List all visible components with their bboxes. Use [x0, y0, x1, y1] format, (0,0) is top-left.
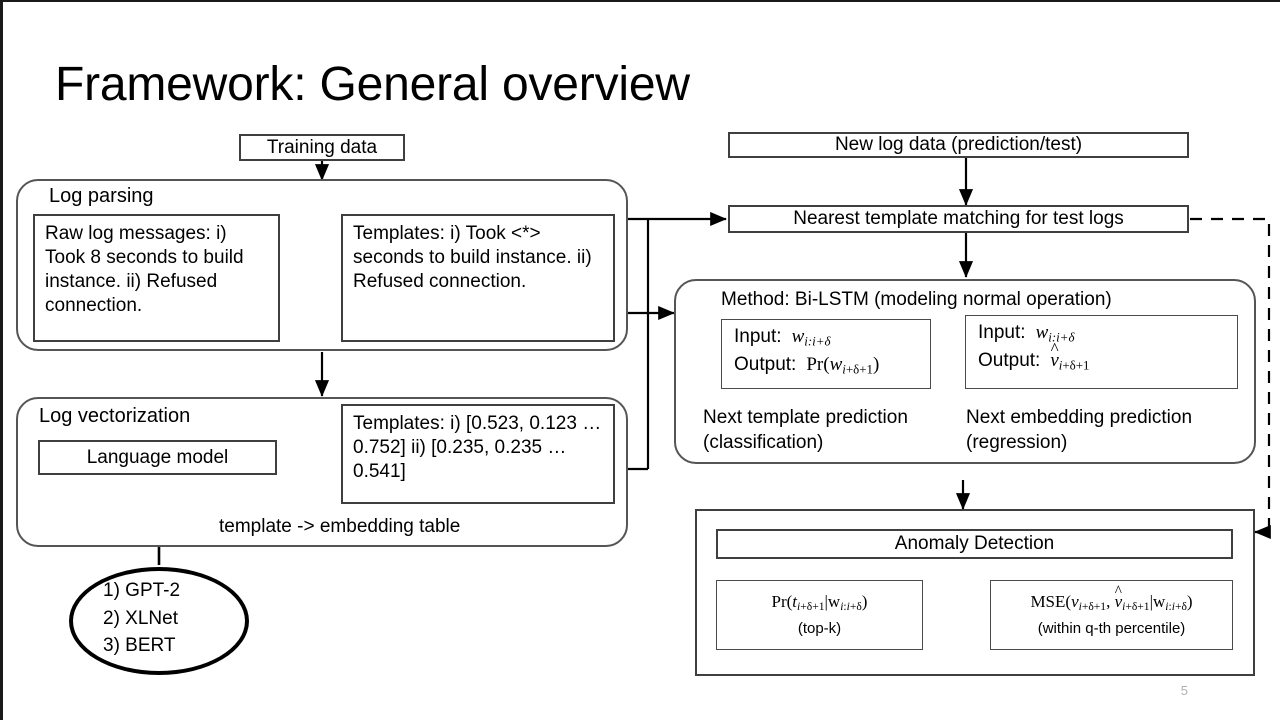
new-log-data-label: New log data (prediction/test) — [834, 134, 1083, 155]
method-left-output-row: Output: Pr(wi+δ+1) — [734, 354, 930, 378]
training-data-label: Training data — [266, 136, 378, 158]
log-parsing-label: Log parsing — [49, 185, 154, 207]
method-right-output-row: Output: ^vi+δ+1 — [978, 339, 1237, 374]
method-header: Method: Bi-LSTM (modeling normal operati… — [721, 289, 1112, 310]
method-left-input-row: Input: wi:i+δ — [734, 326, 930, 350]
raw-log-messages-box[interactable]: Raw log messages: i) Took 8 seconds to b… — [33, 214, 280, 342]
language-model-label: Language model — [86, 446, 229, 468]
language-model-options-ellipse[interactable] — [69, 567, 249, 675]
nearest-template-matching-box[interactable]: Nearest template matching for test logs — [728, 205, 1189, 233]
anomaly-mse-formula: MSE(vi+δ+1, ^vi+δ+1|wi:i+δ) — [1030, 582, 1193, 614]
anomaly-topk-note: (top-k) — [797, 620, 842, 638]
parsed-templates-box[interactable]: Templates: i) Took <*> seconds to build … — [341, 214, 615, 342]
method-right-input-label: Input: — [978, 322, 1026, 343]
method-left-output-value: Pr(wi+δ+1) — [801, 353, 880, 377]
method-right-output-label: Output: — [978, 349, 1041, 371]
log-vectorization-label: Log vectorization — [39, 405, 191, 427]
anomaly-mse-box[interactable]: MSE(vi+δ+1, ^vi+δ+1|wi:i+δ) (within q-th… — [990, 580, 1233, 650]
language-model-box[interactable]: Language model — [38, 440, 277, 475]
anomaly-mse-note: (within q-th percentile) — [1037, 620, 1186, 638]
anomaly-detection-header-box[interactable]: Anomaly Detection — [716, 529, 1233, 559]
nearest-template-matching-label: Nearest template matching for test logs — [793, 208, 1124, 229]
embedding-table-caption: template -> embedding table — [219, 516, 461, 537]
embedding-templates-box[interactable]: Templates: i) [0.523, 0.123 … 0.752] ii)… — [341, 404, 615, 504]
anomaly-topk-formula: Pr(ti+δ+1|wi:i+δ) — [771, 592, 868, 614]
next-template-prediction-box[interactable]: Input: wi:i+δ Output: Pr(wi+δ+1) — [721, 319, 931, 389]
anomaly-topk-box[interactable]: Pr(ti+δ+1|wi:i+δ) (top-k) — [716, 580, 923, 650]
anomaly-detection-header: Anomaly Detection — [894, 533, 1055, 554]
method-right-input-row: Input: wi:i+δ — [978, 322, 1237, 346]
language-model-options-label: 1) GPT-2 2) XLNet 3) BERT — [103, 580, 181, 657]
method-right-input-value: wi:i+δ — [1030, 322, 1075, 345]
method-right-output-value: ^vi+δ+1 — [1050, 339, 1090, 373]
training-data-box[interactable]: Training data — [239, 134, 405, 161]
page-title: Framework: General overview — [55, 58, 690, 111]
method-left-input-value: wi:i+δ — [786, 326, 831, 349]
new-log-data-box[interactable]: New log data (prediction/test) — [728, 132, 1189, 158]
next-template-prediction-caption: Next template prediction (classification… — [703, 407, 908, 453]
next-embedding-prediction-box[interactable]: Input: wi:i+δ Output: ^vi+δ+1 — [965, 315, 1238, 389]
method-left-output-label: Output: — [734, 353, 797, 375]
next-embedding-prediction-caption: Next embedding prediction (regression) — [966, 407, 1193, 453]
page-number: 5 — [1180, 683, 1188, 698]
method-left-input-label: Input: — [734, 326, 782, 347]
